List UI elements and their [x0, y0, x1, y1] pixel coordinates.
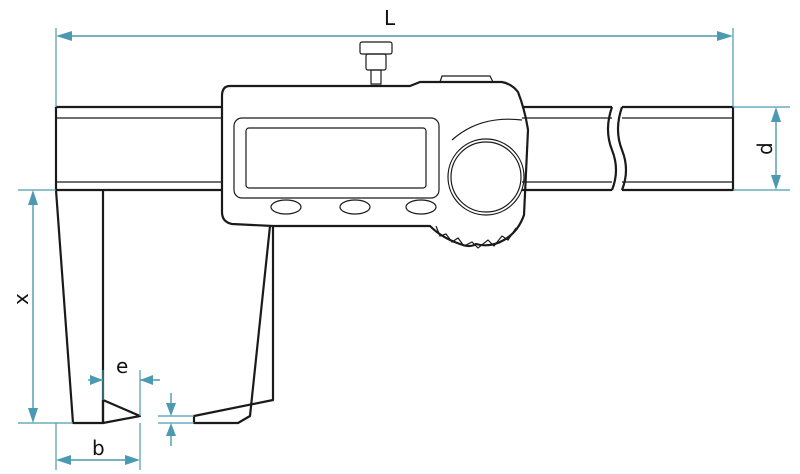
dimension-e: e	[88, 354, 160, 416]
lock-screw-icon	[359, 41, 393, 55]
label-d: d	[753, 142, 777, 155]
slider-body	[192, 41, 530, 425]
caliper-beam	[54, 105, 735, 192]
dimension-L: L	[55, 6, 734, 107]
label-x: x	[9, 293, 33, 305]
fixed-jaw	[54, 189, 142, 425]
dimension-x: x	[9, 189, 73, 424]
label-e: e	[116, 354, 128, 378]
dimension-d: d	[733, 106, 790, 191]
dimension-b: b	[55, 423, 141, 470]
dimension-tip-height	[158, 393, 194, 446]
label-L: L	[384, 6, 396, 30]
button-middle-icon	[339, 199, 371, 215]
thumbwheel-icon	[450, 141, 522, 213]
label-b: b	[92, 436, 105, 460]
button-left-icon	[270, 199, 302, 215]
button-right-icon	[405, 199, 437, 215]
